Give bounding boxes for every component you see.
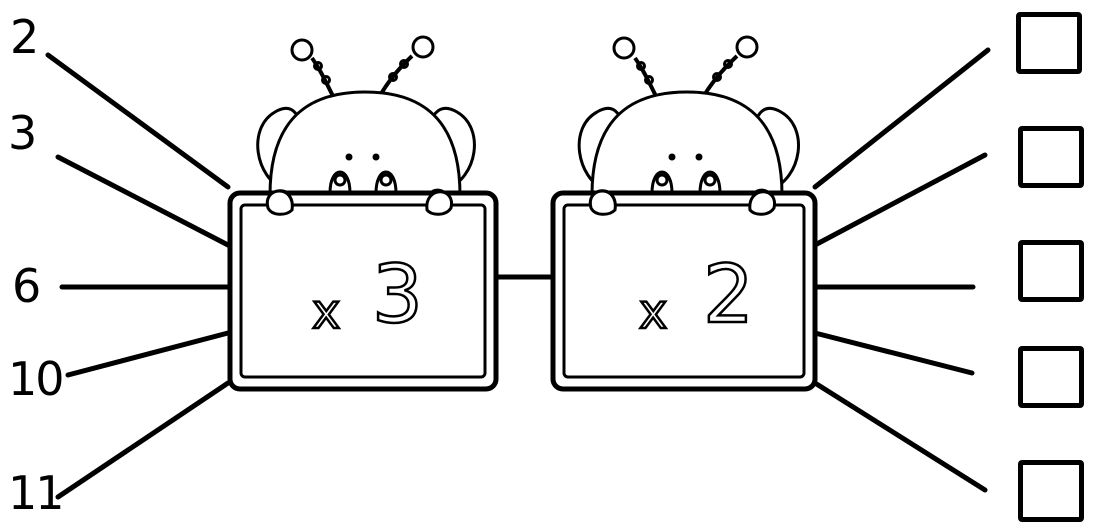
board-2-operator: x <box>639 284 667 340</box>
input-number-1: 2 <box>10 10 39 64</box>
connector-line-3 <box>55 154 231 248</box>
input-number-4: 10 <box>8 352 65 406</box>
input-number-5: 11 <box>8 466 65 520</box>
connector-line-box4 <box>812 330 975 376</box>
connector-line-box2 <box>812 152 988 248</box>
board-1-factor: 3 <box>372 248 423 341</box>
board-1-operator: x <box>312 284 340 340</box>
connector-line-box5 <box>812 380 988 493</box>
answer-box-3[interactable] <box>1018 240 1084 302</box>
bee-character-2 <box>577 35 800 208</box>
answer-box-5[interactable] <box>1018 460 1084 522</box>
operator-board-1: x 3 <box>227 189 499 392</box>
input-number-3: 6 <box>12 259 41 313</box>
answer-box-1[interactable] <box>1016 12 1082 74</box>
bee-character-1 <box>256 35 476 208</box>
answer-box-2[interactable] <box>1018 126 1084 188</box>
answer-box-4[interactable] <box>1018 346 1084 408</box>
operator-board-2: x 2 <box>550 189 818 392</box>
connector-line-10 <box>65 330 231 378</box>
board-2-factor: 2 <box>703 248 754 341</box>
connector-line-11 <box>55 380 231 500</box>
connector-line-2 <box>45 52 231 190</box>
input-number-2: 3 <box>8 106 37 160</box>
connector-line-box1 <box>812 47 991 190</box>
